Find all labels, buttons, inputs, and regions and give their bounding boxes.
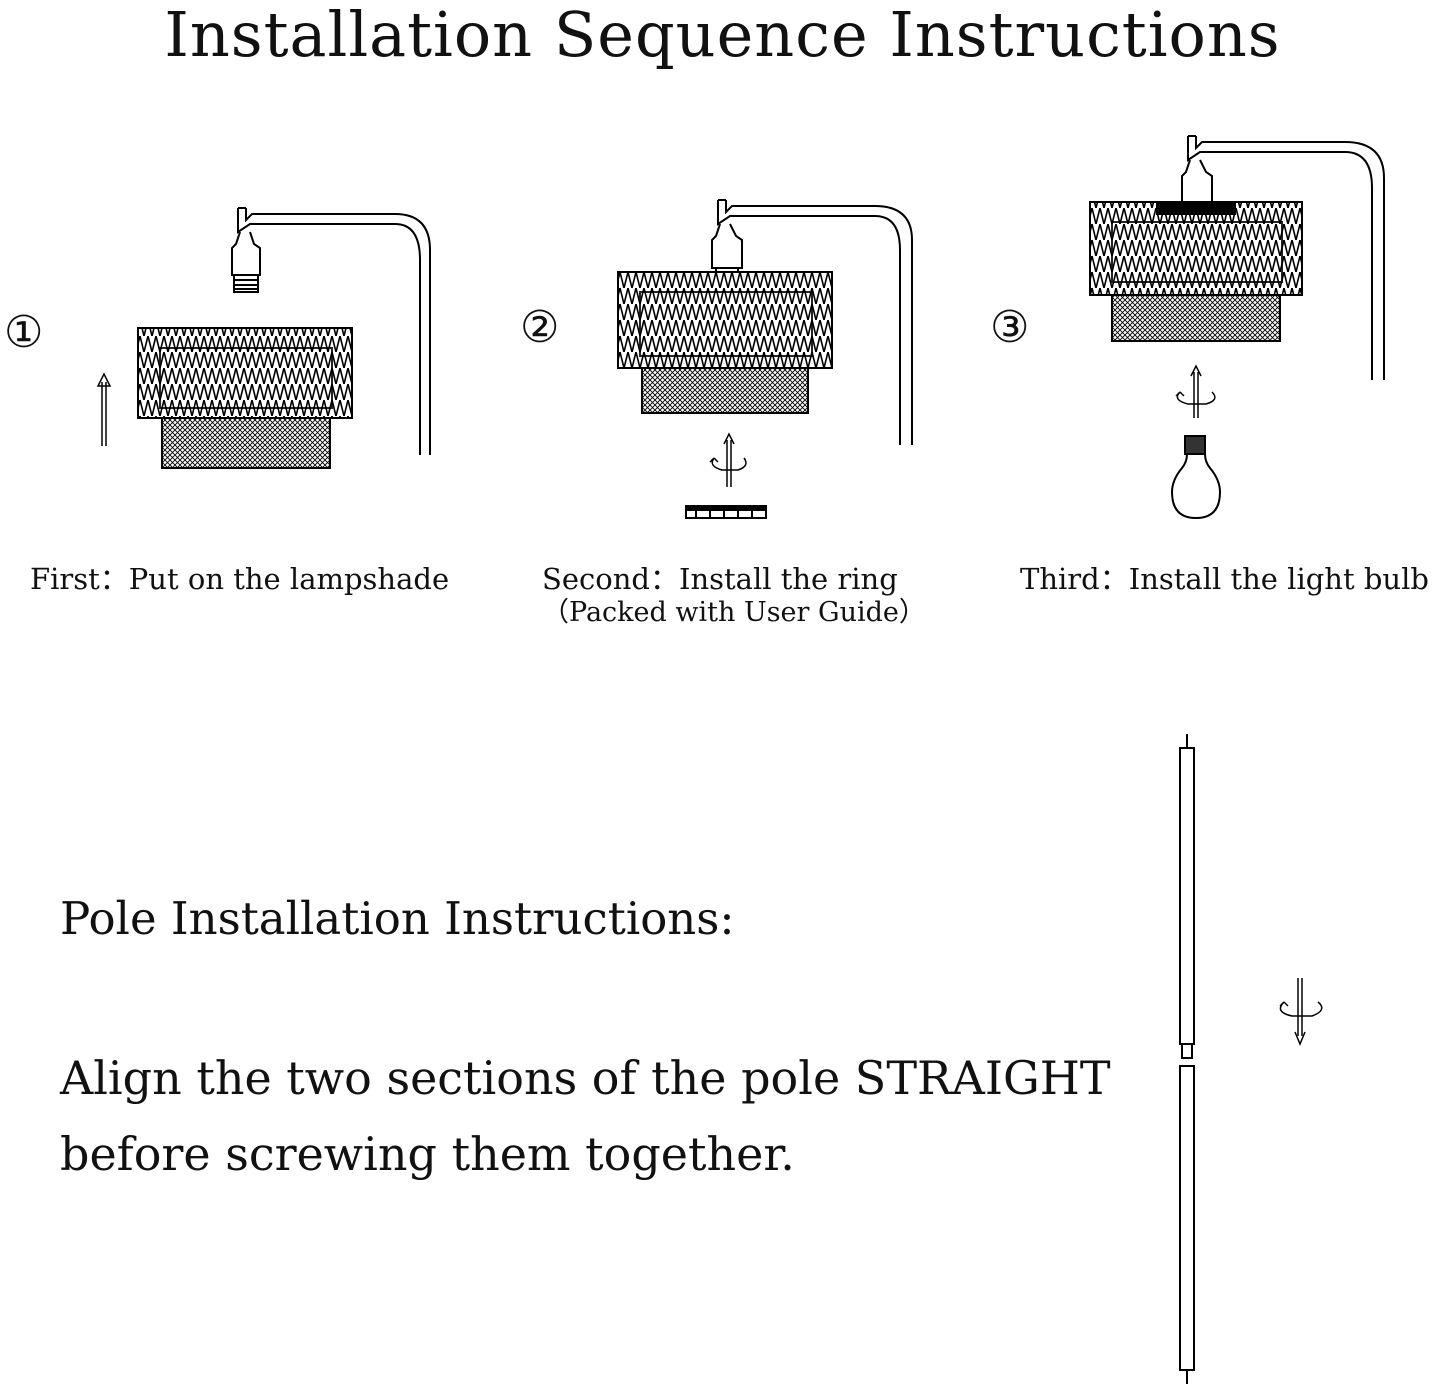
ring-icon: [685, 505, 767, 519]
step1-label: First：: [30, 562, 129, 596]
step1-text: Put on the lampshade: [128, 562, 450, 596]
step2-label: Second：: [542, 562, 679, 596]
rotate-arrow-icon: [1279, 978, 1323, 1046]
step3-caption: Third：Install the light bulb: [1020, 562, 1429, 596]
pole-heading: Pole Installation Instructions:: [60, 892, 735, 945]
pole-instruction-line2: before screwing them together.: [60, 1127, 795, 1181]
step2-text: Install the ring: [678, 562, 898, 596]
step1-caption: First：Put on the lampshade: [30, 562, 449, 596]
step1-illustration: [96, 207, 431, 469]
step2-caption: Second：Install the ring （Packed with Use…: [542, 562, 926, 630]
pole-icon: [1179, 734, 1195, 1384]
light-bulb-icon: [1170, 435, 1222, 520]
arrow-up-icon: [96, 372, 112, 446]
step3-number: ③: [990, 302, 1030, 353]
step3-text: Install the light bulb: [1128, 562, 1429, 596]
page-title: Installation Sequence Instructions: [164, 0, 1281, 71]
lampshade-icon: [137, 327, 353, 469]
rotate-arrow-icon: [709, 432, 747, 487]
step2-illustration: [617, 199, 913, 519]
pole-instruction: Align the two sections of the pole STRAI…: [60, 1040, 1120, 1192]
step3-label: Third：: [1020, 562, 1129, 596]
lampshade-icon: [1089, 201, 1303, 342]
step3-illustration: [1089, 135, 1385, 520]
step2-note: （Packed with User Guide）: [542, 597, 926, 628]
pole-instruction-line1: Align the two sections of the pole STRAI…: [60, 1051, 1111, 1105]
lamp-arm-icon: [231, 207, 431, 455]
lampshade-icon: [617, 271, 833, 414]
step1-number: ①: [4, 307, 44, 358]
rotate-arrow-icon: [1175, 364, 1216, 418]
step2-number: ②: [520, 302, 560, 353]
